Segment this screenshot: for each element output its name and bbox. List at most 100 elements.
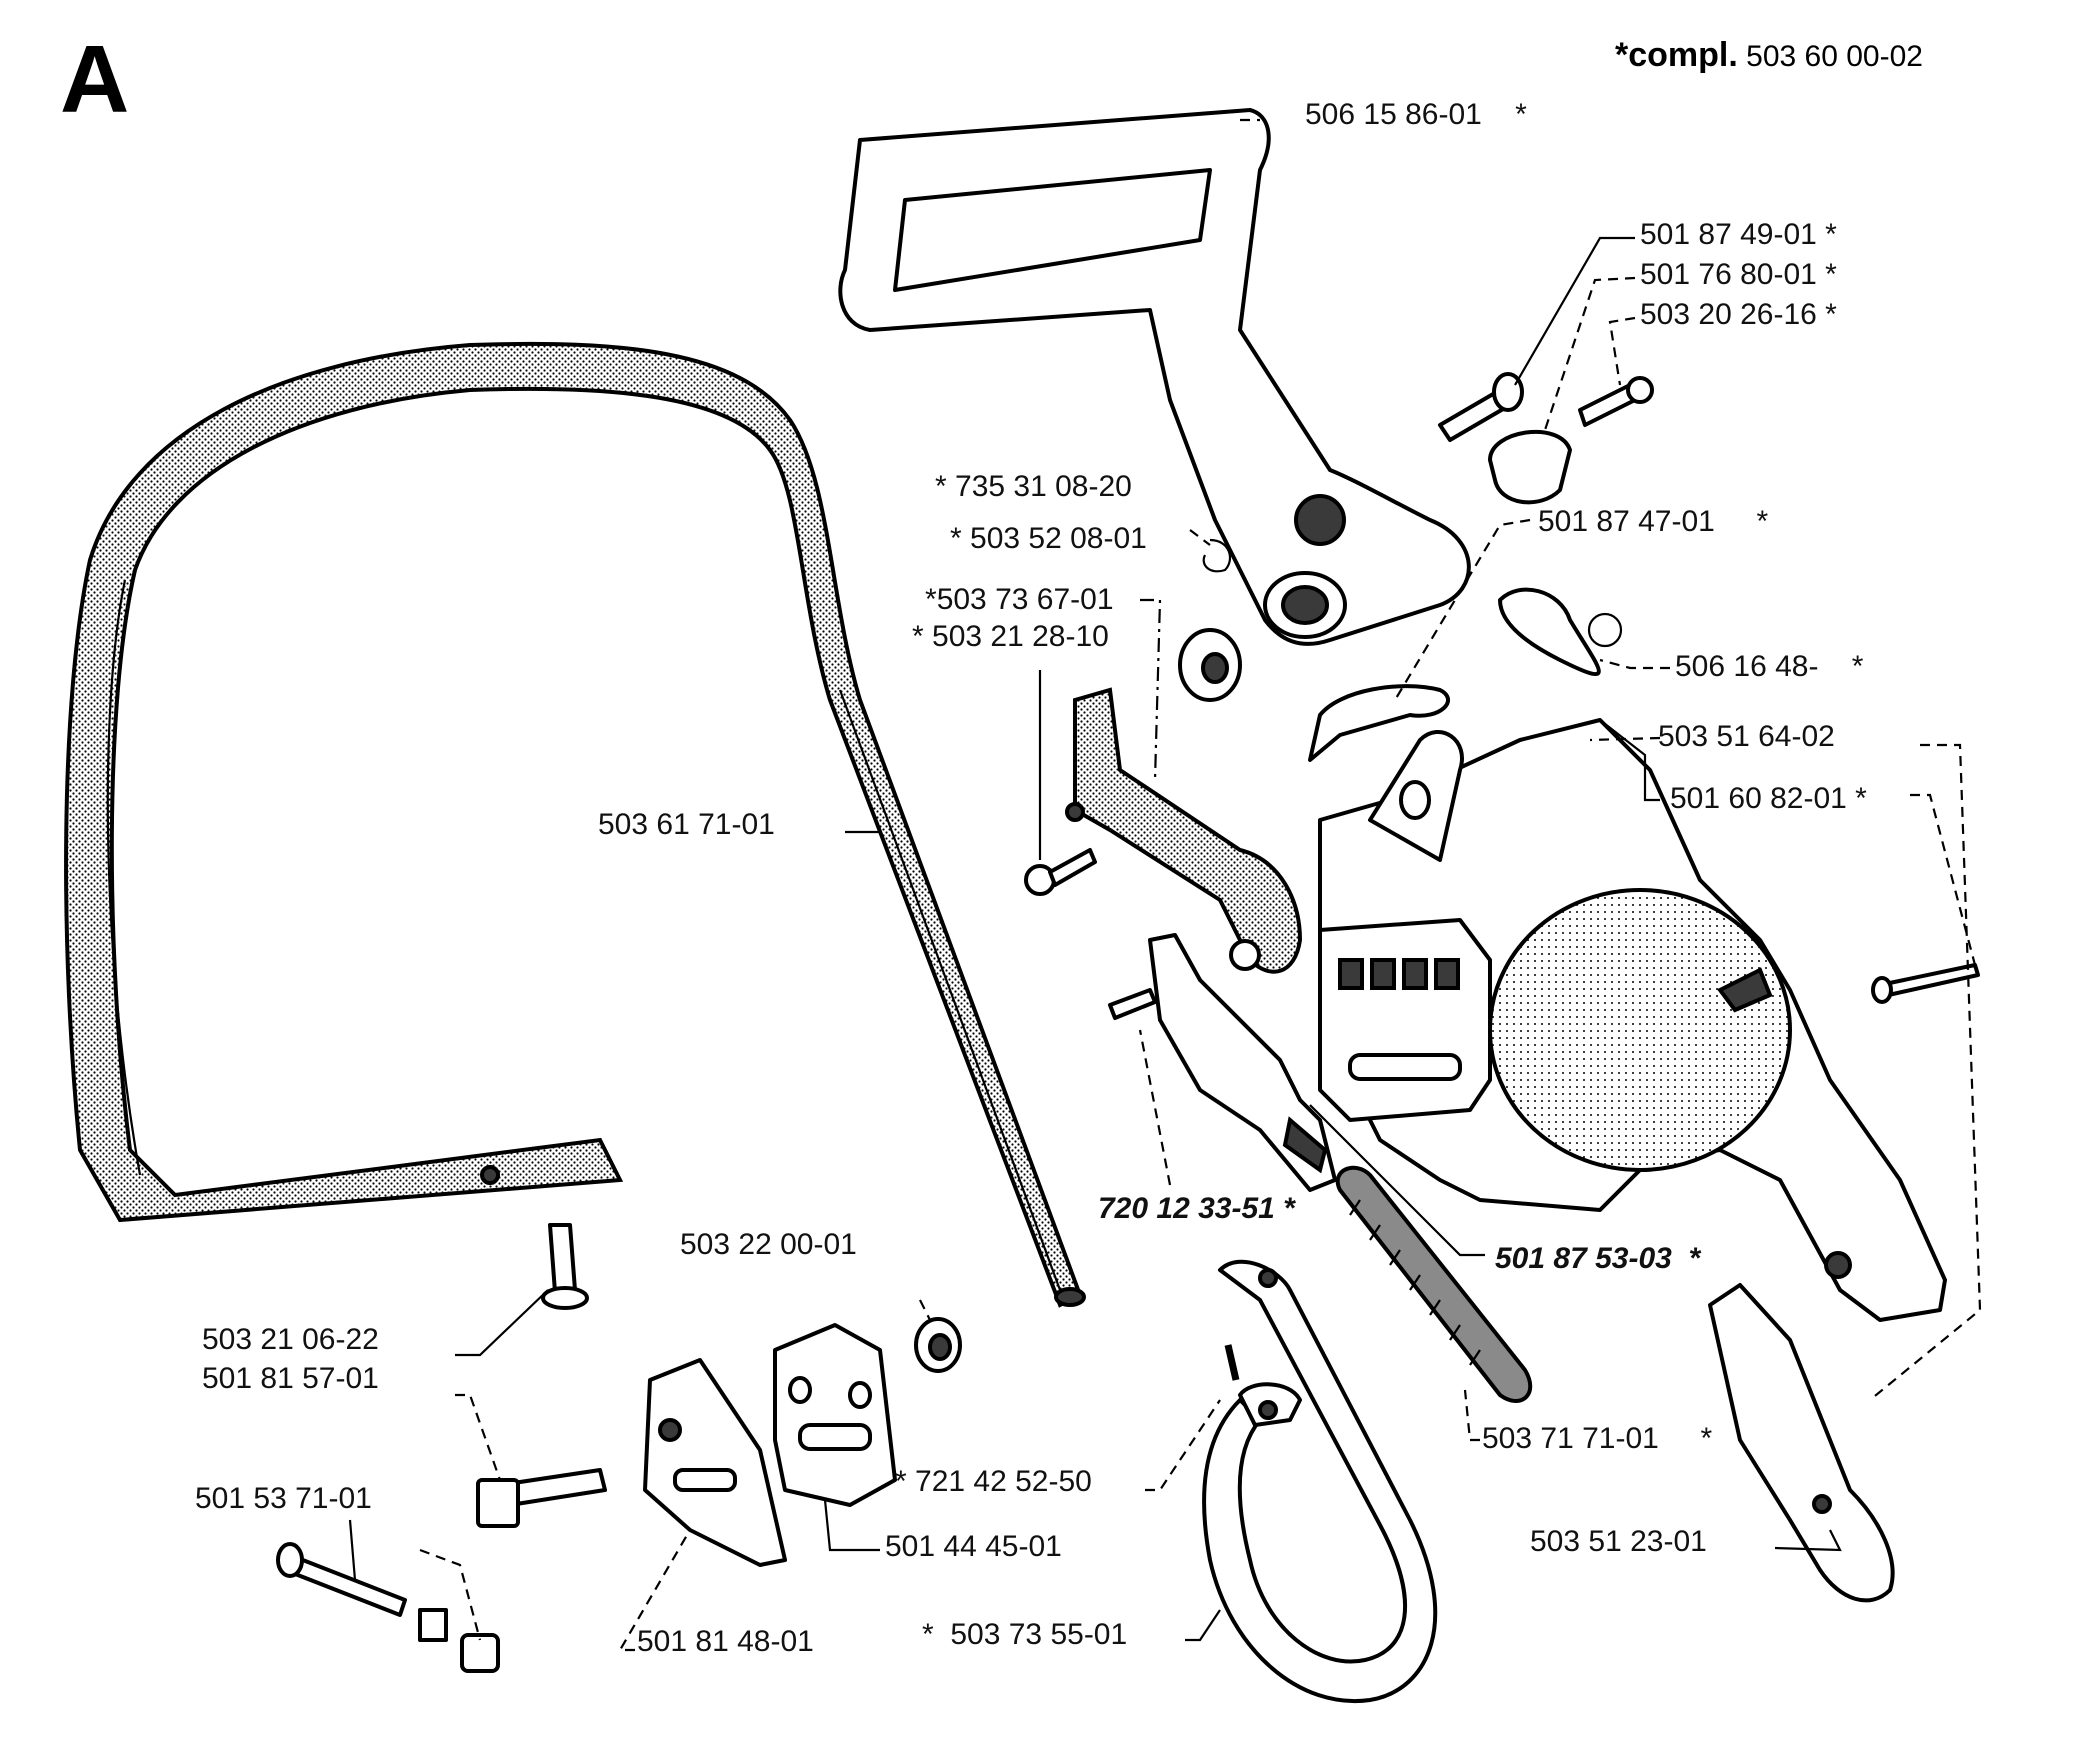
leader-p04 xyxy=(1608,316,1636,386)
part-label: 503 61 71-01 xyxy=(598,808,775,841)
leader-p16 xyxy=(919,1299,931,1321)
circlip-73531082 xyxy=(1202,538,1232,573)
leader-p12 xyxy=(1599,719,1660,802)
brake-band xyxy=(1202,1259,1438,1704)
leader-p23-right xyxy=(1869,743,1982,1401)
leader-p03 xyxy=(1543,276,1636,431)
top-hardware xyxy=(1178,372,1654,702)
part-label: 506 16 48- * xyxy=(1675,650,1864,683)
plate-hole-1 xyxy=(788,1376,812,1404)
lever-shape xyxy=(1073,687,1303,974)
plate-slot xyxy=(798,1423,872,1451)
spring-body xyxy=(1335,1165,1533,1403)
part-label: 503 21 06-22 xyxy=(202,1323,379,1356)
part-label: 501 53 71-01 xyxy=(195,1482,372,1515)
part-label: * 503 73 55-01 xyxy=(922,1618,1128,1651)
housing-stud xyxy=(1824,1251,1852,1279)
housing-clip xyxy=(1716,967,1773,1013)
band-pin xyxy=(1224,1344,1240,1381)
housing-front-plate xyxy=(1318,918,1492,1122)
pin-head xyxy=(1871,976,1893,1004)
top-handle-bore xyxy=(1294,494,1346,546)
clip-50187470 xyxy=(1308,684,1450,762)
vent-4 xyxy=(1434,958,1460,990)
leader-p22 xyxy=(823,1499,880,1552)
top-handle xyxy=(838,108,1471,646)
tensioner-head xyxy=(276,1542,304,1578)
bolt-50321062 xyxy=(548,1223,577,1294)
housing-bracket-hole xyxy=(1399,780,1431,820)
part-label: 503 22 00-01 xyxy=(680,1228,857,1261)
complete-assembly-number: *compl. 503 60 00-02 xyxy=(1615,35,1923,77)
leader-p12b xyxy=(1910,793,1977,966)
lever-nut xyxy=(1229,939,1261,971)
compl-prefix: *compl. xyxy=(1615,36,1738,74)
spring-coils xyxy=(1349,1199,1481,1366)
leader-lines xyxy=(348,118,1982,1652)
handle-bar-rib-2 xyxy=(838,689,1062,1291)
tensioner-washer xyxy=(418,1608,448,1642)
compl-number: 503 60 00-02 xyxy=(1746,40,1923,73)
bolt-50321062-head xyxy=(541,1286,589,1310)
pin-shaft xyxy=(1878,963,1980,998)
part-label: 503 71 71-01 * xyxy=(1482,1422,1713,1455)
arm-shape xyxy=(1708,1283,1895,1603)
handle-bar-rib xyxy=(106,579,142,1176)
adjuster-block xyxy=(476,1478,520,1528)
brake-housing xyxy=(1318,718,1947,1322)
handle-bar-shape xyxy=(64,341,1083,1308)
leader-p10 xyxy=(1599,658,1670,670)
bar-plates xyxy=(643,1317,962,1567)
handle-bar-hole xyxy=(480,1165,500,1185)
leader-p19 xyxy=(1463,1389,1480,1442)
housing-cover xyxy=(1488,888,1792,1172)
leader-p15 xyxy=(1309,1104,1485,1257)
part-label: 720 12 33-51 * xyxy=(1098,1192,1295,1225)
part-label: 503 51 23-01 xyxy=(1530,1525,1707,1558)
band-hole-2 xyxy=(1258,1400,1278,1420)
nut-50322000-hole xyxy=(928,1333,952,1361)
pin-72012335 xyxy=(1108,988,1157,1020)
part-label: 501 81 57-01 xyxy=(202,1362,379,1395)
top-handle-mount-hole xyxy=(1281,585,1329,625)
leader-p02 xyxy=(1514,236,1635,386)
front-handle-bar xyxy=(64,341,1086,1308)
part-label: * 735 31 08-20 xyxy=(935,470,1132,503)
part-label: 501 87 47-01 * xyxy=(1538,505,1769,538)
part-label: 501 87 53-03 * xyxy=(1495,1242,1701,1275)
lever-50373670 xyxy=(1065,687,1303,974)
leader-p14 xyxy=(1138,1029,1172,1186)
leader-p06 xyxy=(1189,529,1211,546)
chain-tensioner xyxy=(276,1542,500,1673)
plate-50181480 xyxy=(643,1358,787,1567)
leader-p24 xyxy=(618,1529,691,1652)
leader-p20 xyxy=(1145,1399,1221,1492)
screw-50321281-body xyxy=(1048,848,1097,887)
bar-bolts xyxy=(476,1223,607,1528)
brake-link xyxy=(1148,933,1337,1192)
brake-arm xyxy=(1708,1283,1895,1603)
part-label: * 721 42 52-50 xyxy=(895,1465,1092,1498)
spring-loop xyxy=(1587,612,1623,648)
part-label: 506 15 86-01 * xyxy=(1305,98,1527,131)
leader-p23 xyxy=(1774,1529,1842,1552)
housing-slot xyxy=(1348,1053,1462,1081)
leader-p17 xyxy=(455,1289,549,1357)
bushing-50176800 xyxy=(1488,429,1572,505)
lever-hole xyxy=(1065,802,1085,822)
tensioner-nut xyxy=(460,1633,500,1673)
band-shape xyxy=(1202,1259,1438,1704)
vent-1 xyxy=(1338,958,1364,990)
part-label: 501 76 80-01 * xyxy=(1640,258,1837,291)
spring-50616480 xyxy=(1498,587,1601,677)
part-label: * 503 21 28-10 xyxy=(912,620,1109,653)
leader-p08 xyxy=(1140,598,1162,781)
spring-clips xyxy=(1308,587,1623,762)
part-label: 501 87 49-01 * xyxy=(1640,218,1837,251)
pin-50160820 xyxy=(1871,963,1980,1004)
part-label: 503 20 26-16 * xyxy=(1640,298,1837,331)
leader-p18 xyxy=(455,1393,502,1481)
top-handle-opening xyxy=(893,168,1212,292)
part-label: 501 60 82-01 * xyxy=(1670,782,1867,815)
